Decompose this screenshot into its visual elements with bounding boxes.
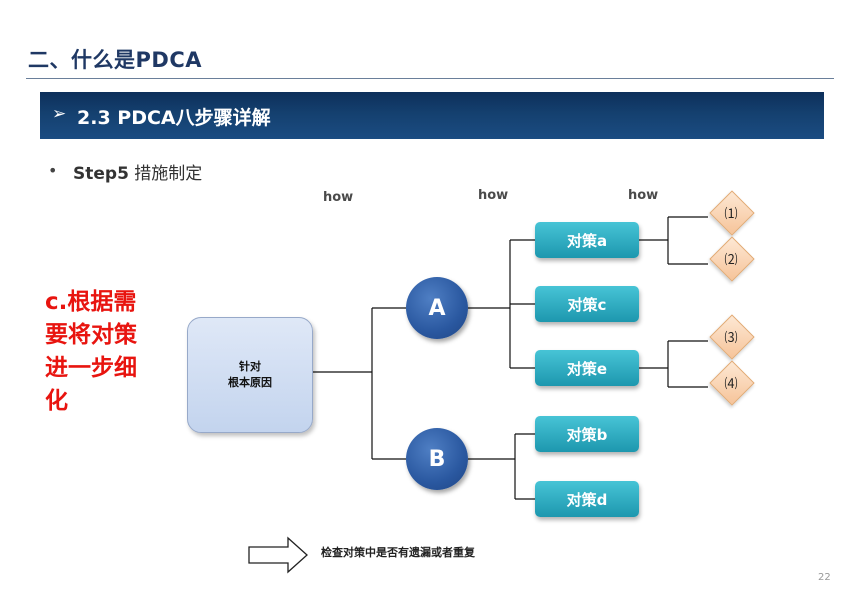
- step-title: 措施制定: [128, 164, 203, 184]
- node-b: B: [406, 428, 468, 490]
- section-banner: ➢ 2.3 PDCA八步骤详解: [40, 92, 824, 139]
- sub-item-3: ⑶: [724, 330, 738, 346]
- measure-b: 对策b: [535, 416, 639, 452]
- root-cause-box: 针对 根本原因: [187, 317, 313, 433]
- measure-e: 对策e: [535, 350, 639, 386]
- side-note: c.根据需要将对策进一步细化: [45, 289, 137, 414]
- how-label-3: how: [628, 188, 659, 203]
- measure-d: 对策d: [535, 481, 639, 517]
- how-label-1: how: [323, 190, 354, 205]
- node-a: A: [406, 277, 468, 339]
- measure-c: 对策c: [535, 286, 639, 322]
- title-divider: [26, 78, 834, 79]
- hollow-arrow-icon: [248, 536, 308, 574]
- arrow-bullet-icon: ➢: [52, 104, 67, 124]
- measure-a: 对策a: [535, 222, 639, 258]
- bullet-icon: •: [48, 161, 58, 180]
- sub-item-4: ⑷: [724, 376, 738, 392]
- sub-item-1: ⑴: [724, 206, 738, 222]
- how-label-2: how: [478, 188, 509, 203]
- section-heading: 2.3 PDCA八步骤详解: [77, 107, 271, 129]
- root-cause-line-1: 针对: [239, 360, 261, 373]
- step-heading: Step5 措施制定: [73, 159, 202, 184]
- root-cause-line-2: 根本原因: [228, 376, 272, 389]
- sub-item-2: ⑵: [724, 252, 738, 268]
- check-note: 检查对策中是否有遗漏或者重复: [321, 546, 475, 559]
- step-label: Step5: [73, 164, 129, 184]
- page-title: 二、什么是PDCA: [28, 48, 202, 72]
- page-number: 22: [818, 572, 831, 583]
